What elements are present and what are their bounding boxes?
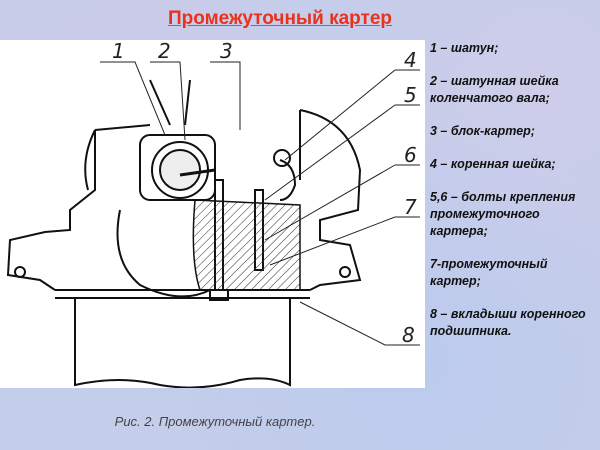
legend-item: 4 – коренная шейка; — [430, 157, 556, 171]
callout-5: 5 — [404, 83, 417, 107]
callout-7: 7 — [404, 195, 417, 219]
crankcase-drawing: 1 2 3 4 5 6 7 8 — [0, 39, 425, 389]
legend-item: 2 – шатунная шейка коленчатого вала; — [430, 74, 559, 105]
callout-4: 4 — [404, 48, 417, 72]
legend-item: 7-промежуточный картер; — [430, 257, 548, 288]
slide-title: Промежуточный картер — [167, 8, 393, 29]
figure-caption: Рис. 2. Промежуточный картер. — [114, 414, 316, 429]
legend-item: 8 – вкладыши коренного подшипника. — [430, 307, 586, 338]
legend-item: 3 – блок-картер; — [430, 124, 535, 138]
callout-8: 8 — [402, 323, 415, 347]
callout-labels: 1 2 3 4 5 6 7 8 — [112, 39, 417, 347]
callout-3: 3 — [220, 40, 233, 63]
parts-legend: 1 – шатун; 2 – шатунная шейка коленчатог… — [430, 40, 598, 356]
legend-item: 1 – шатун; — [430, 41, 499, 55]
callout-1: 1 — [112, 40, 125, 63]
technical-drawing: 1 2 3 4 5 6 7 8 — [6, 39, 420, 389]
legend-item: 5,6 – болты крепления промежуточного кар… — [430, 190, 576, 238]
callout-2: 2 — [158, 40, 171, 63]
callout-6: 6 — [404, 143, 417, 167]
